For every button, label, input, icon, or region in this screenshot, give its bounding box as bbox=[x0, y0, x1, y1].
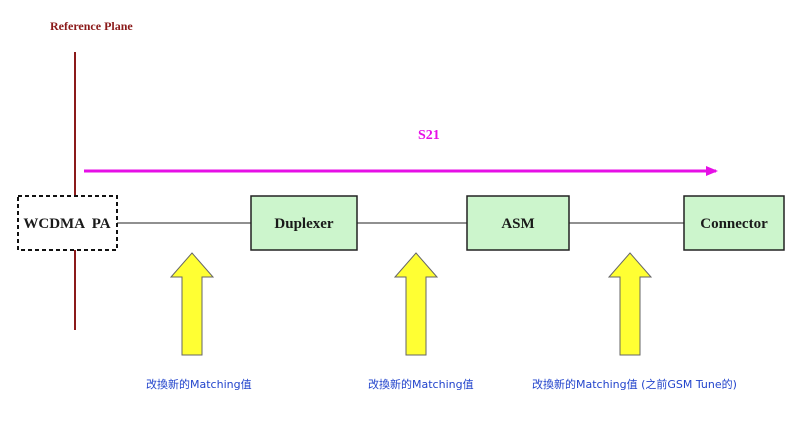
wcdma-pa-label: WCDMA PA bbox=[23, 216, 110, 232]
matching-arrow-2 bbox=[393, 252, 439, 356]
duplexer-block: Duplexer bbox=[250, 195, 358, 251]
asm-label: ASM bbox=[501, 216, 534, 232]
reference-plane-label: Reference Plane bbox=[50, 19, 133, 33]
wcdma-pa-block: WCDMA PA bbox=[17, 195, 118, 251]
matching-caption-1: 改換新的Matching值 bbox=[146, 377, 252, 391]
matching-arrow-3 bbox=[607, 252, 653, 356]
connector-block: Connector bbox=[683, 195, 785, 251]
matching-arrow-1 bbox=[169, 252, 215, 356]
s21-label: S21 bbox=[418, 128, 440, 143]
duplexer-label: Duplexer bbox=[274, 216, 334, 232]
connector-label: Connector bbox=[700, 216, 768, 232]
matching-caption-3: 改換新的Matching值 (之前GSM Tune的) bbox=[532, 377, 737, 391]
asm-block: ASM bbox=[466, 195, 570, 251]
matching-caption-2: 改換新的Matching值 bbox=[368, 377, 474, 391]
